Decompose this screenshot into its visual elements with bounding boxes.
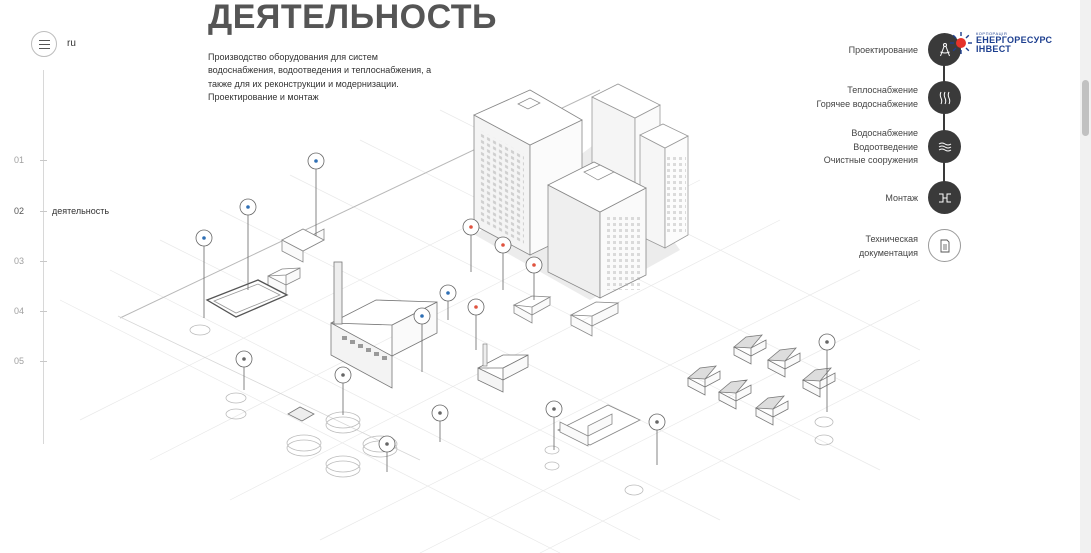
company-logo[interactable]: КОРПОРАЦІЯ ЕНЕРГОРЕСУРС ІНВЕСТ (949, 31, 1052, 55)
services-connector (943, 50, 945, 198)
service-design-button[interactable] (928, 33, 961, 66)
right-tower (639, 123, 689, 249)
service-label-installation[interactable]: Монтаж (885, 193, 918, 203)
service-installation-button[interactable] (928, 181, 961, 214)
nav-item-01[interactable]: 01 (0, 155, 52, 165)
service-docs-button[interactable] (928, 229, 961, 262)
nav-item-02[interactable]: 02 деятельность (13, 206, 110, 216)
hamburger-icon (38, 39, 50, 41)
language-switcher[interactable]: ru (67, 38, 76, 49)
compass-icon (939, 42, 950, 56)
page-scrollbar[interactable] (1080, 0, 1091, 553)
map-markers (195, 152, 836, 472)
service-label-design[interactable]: Проектирование (848, 45, 918, 55)
service-water-button[interactable] (928, 130, 961, 163)
service-label-heating[interactable]: Теплоснабжение Горячее водоснабжение (816, 85, 918, 109)
document-icon (940, 239, 949, 252)
page-description: Производство оборудования для систем вод… (208, 52, 432, 103)
isometric-city-scene (60, 83, 920, 553)
factory (330, 261, 529, 393)
menu-button[interactable] (31, 31, 57, 57)
service-label-water[interactable]: Водоснабжение Водоотведение Очистные соо… (823, 128, 918, 165)
front-tower (547, 161, 647, 299)
nav-item-03[interactable]: 03 (0, 256, 52, 266)
service-label-docs[interactable]: Техническая документация (859, 234, 918, 258)
pipe-joint-icon (938, 193, 951, 202)
service-heating-button[interactable] (928, 81, 961, 114)
scrollbar-thumb[interactable] (1082, 80, 1089, 136)
section-nav-line (43, 70, 44, 444)
houses (686, 334, 836, 426)
logo-mark-icon (950, 32, 972, 54)
page-title: ДЕЯТЕЛЬНОСТЬ (208, 0, 497, 36)
nav-item-05[interactable]: 05 (0, 356, 52, 366)
heat-waves-icon (939, 91, 950, 104)
water-waves-icon (938, 142, 951, 151)
small-buildings (205, 228, 325, 318)
nav-item-04[interactable]: 04 (0, 306, 52, 316)
